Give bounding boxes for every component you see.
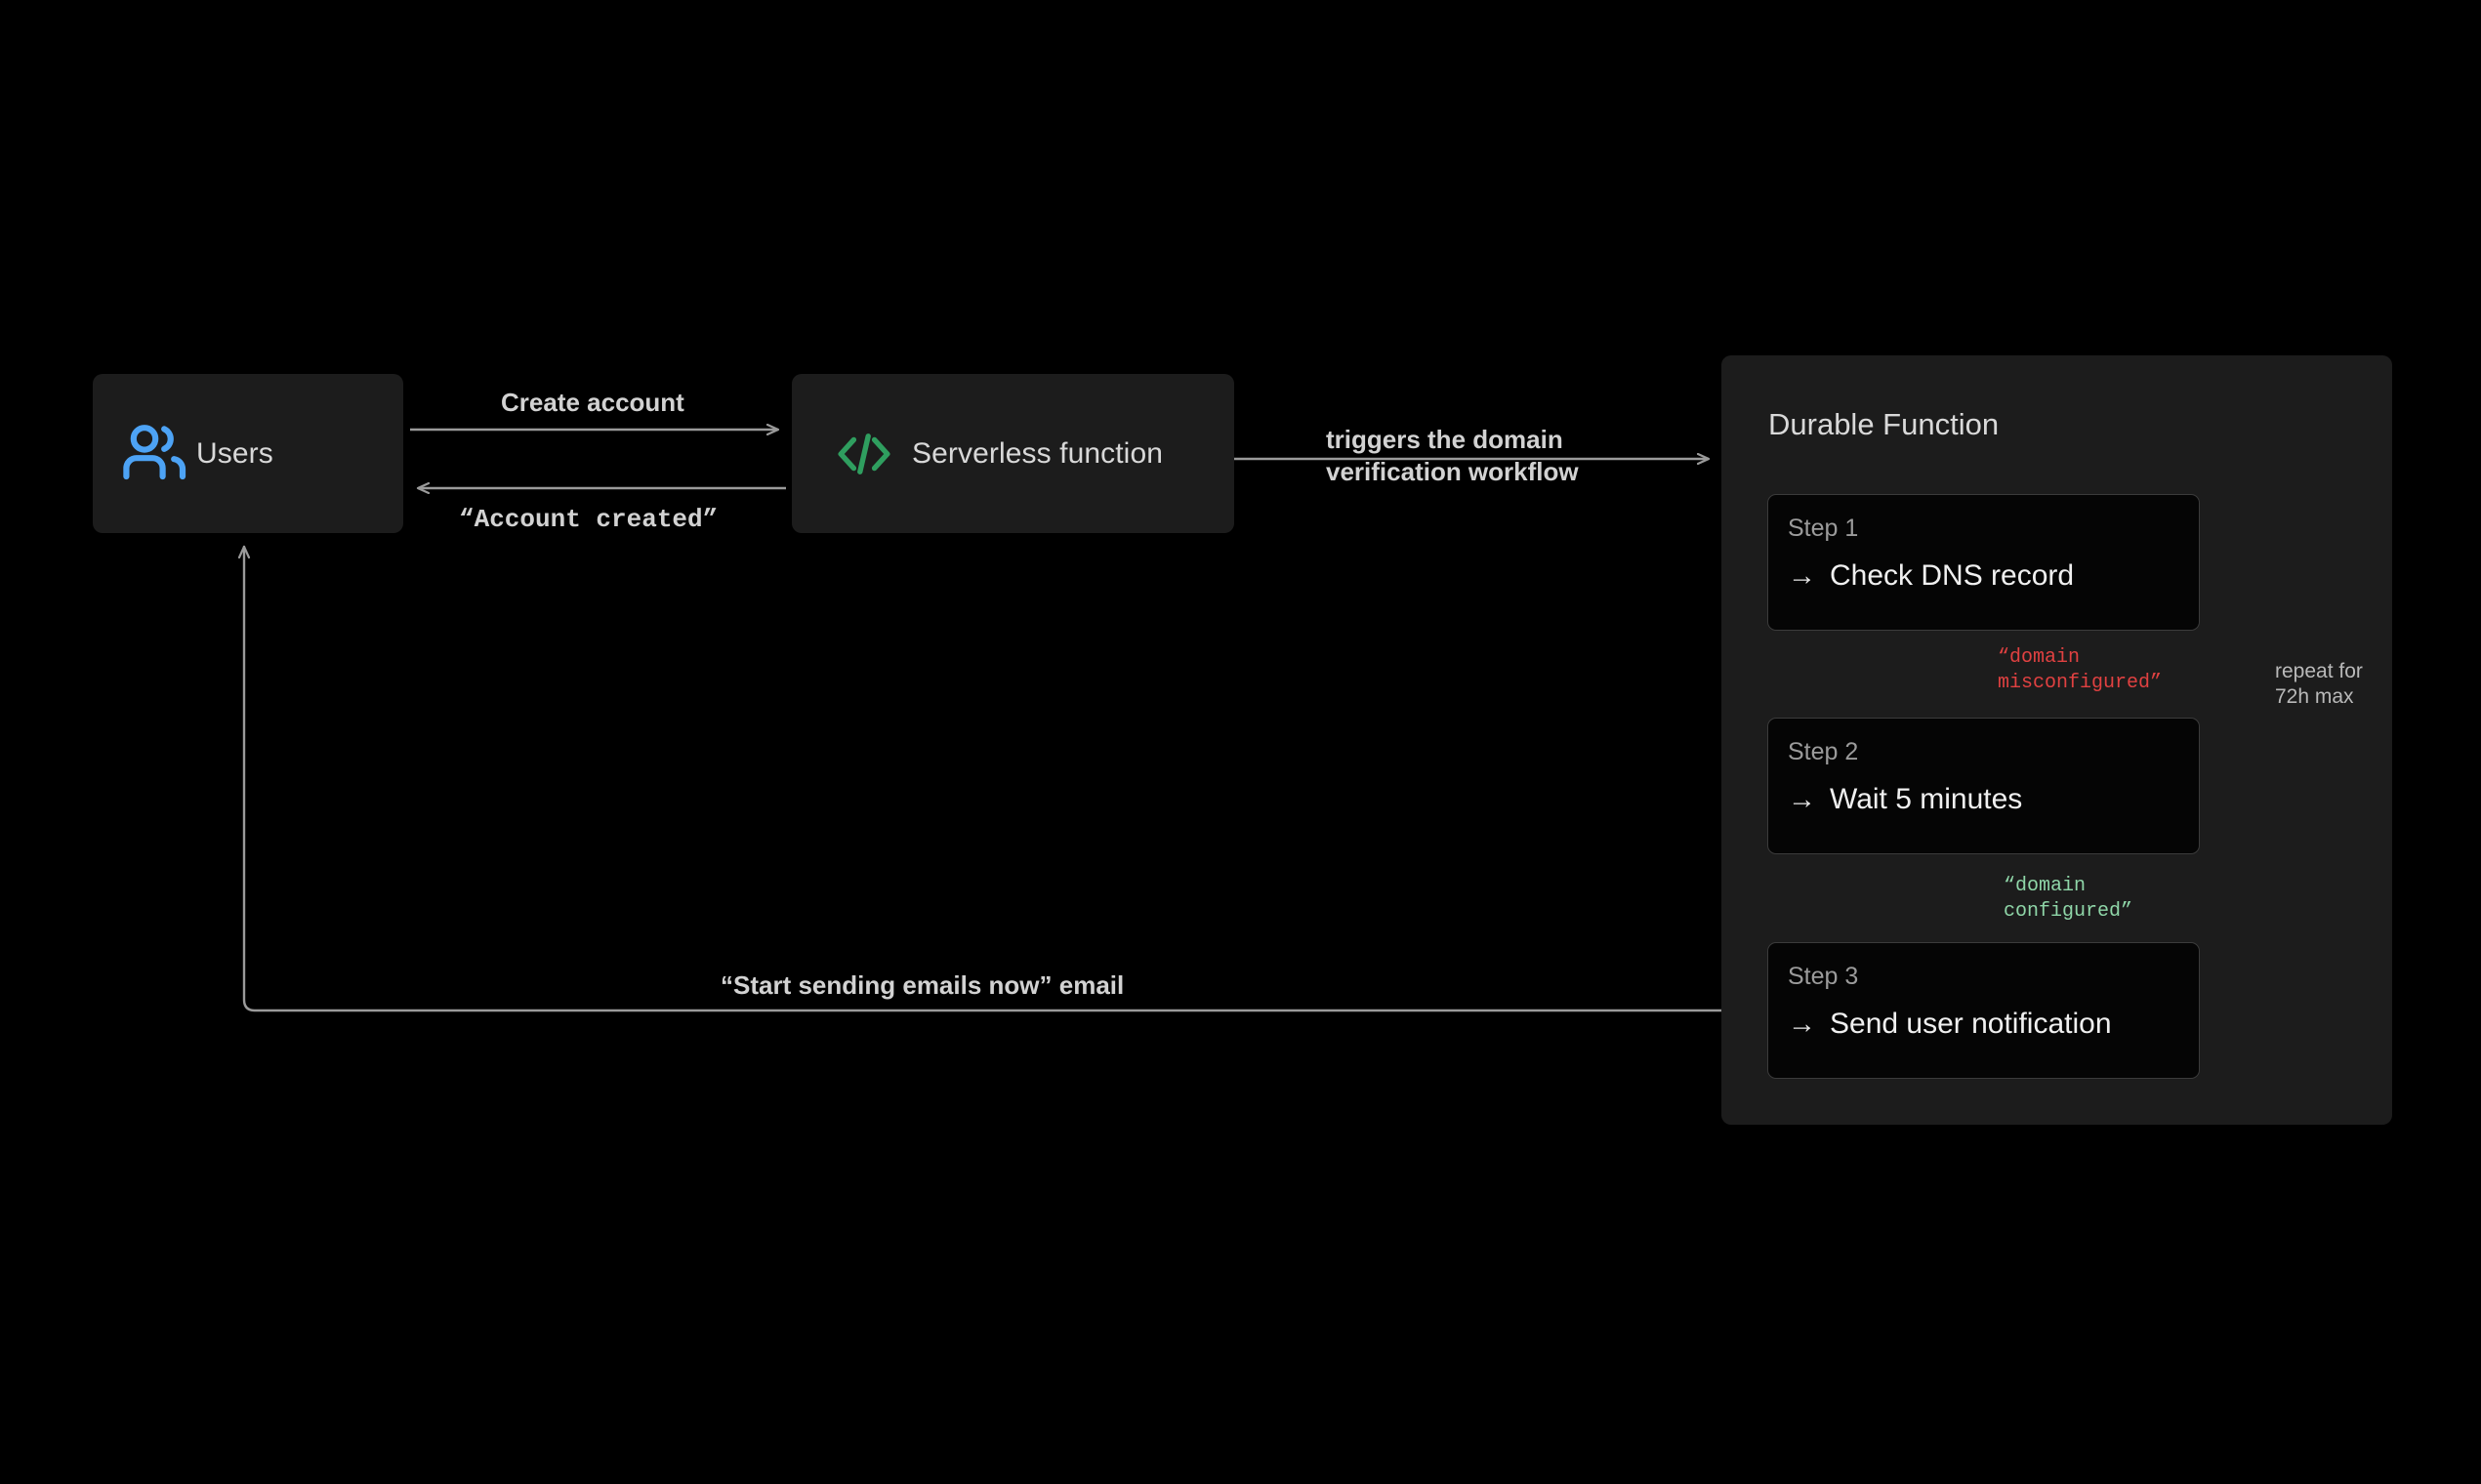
step-2-number: Step 2 — [1788, 738, 1859, 765]
node-users[interactable]: Users — [93, 374, 403, 533]
node-serverless-label: Serverless function — [912, 436, 1164, 470]
step-1-body: → Check DNS record — [1788, 561, 2199, 591]
step-2-body: → Wait 5 minutes — [1788, 785, 2199, 814]
step-3-body: → Send user notification — [1788, 1010, 2199, 1039]
arrow-right-icon: → — [1788, 783, 1816, 815]
step-card-2[interactable]: Step 2 → Wait 5 minutes — [1767, 718, 2200, 854]
edge-label-domain-configured: “domain configured” — [2004, 874, 2132, 926]
users-icon — [120, 423, 192, 485]
edge-label-repeat-72h: repeat for 72h max — [2275, 659, 2363, 711]
durable-function-panel: Durable Function Step 1 → Check DNS reco… — [1721, 355, 2392, 1125]
durable-function-title: Durable Function — [1768, 407, 2000, 441]
node-serverless-function[interactable]: Serverless function — [792, 374, 1234, 533]
edge-label-misconfigured-line1: “domain — [1998, 646, 2081, 669]
step-3-number: Step 3 — [1788, 963, 1859, 990]
edge-label-repeat-line2: 72h max — [2275, 685, 2354, 709]
edge-label-configured-line1: “domain — [2004, 875, 2087, 897]
edge-label-triggers-line2: verification workflow — [1326, 456, 1579, 486]
edge-label-account-created: “Account created” — [459, 505, 719, 534]
step-card-1[interactable]: Step 1 → Check DNS record — [1767, 494, 2200, 631]
node-users-label: Users — [196, 436, 273, 470]
edge-label-misconfigured-line2: misconfigured” — [1998, 672, 2163, 695]
step-1-action: Check DNS record — [1830, 559, 2075, 592]
step-2-action: Wait 5 minutes — [1830, 783, 2023, 815]
step-3-action: Send user notification — [1830, 1008, 2112, 1040]
edge-label-configured-line2: configured” — [2004, 900, 2133, 924]
arrow-right-icon: → — [1788, 1008, 1816, 1040]
step-card-3[interactable]: Step 3 → Send user notification — [1767, 942, 2200, 1079]
edge-label-start-sending-email: “Start sending emails now” email — [721, 970, 1125, 1000]
code-brackets-icon — [836, 430, 892, 478]
edge-label-create-account: Create account — [501, 388, 684, 417]
edge-label-triggers-workflow: triggers the domain verification workflo… — [1326, 424, 1579, 488]
edge-label-triggers-line1: triggers the domain — [1326, 425, 1563, 454]
step-1-number: Step 1 — [1788, 515, 1859, 542]
edge-label-repeat-line1: repeat for — [2275, 660, 2363, 682]
edge-start-sending-email — [244, 545, 1767, 1012]
arrow-right-icon: → — [1788, 559, 1816, 592]
edge-label-domain-misconfigured: “domain misconfigured” — [1998, 645, 2162, 697]
